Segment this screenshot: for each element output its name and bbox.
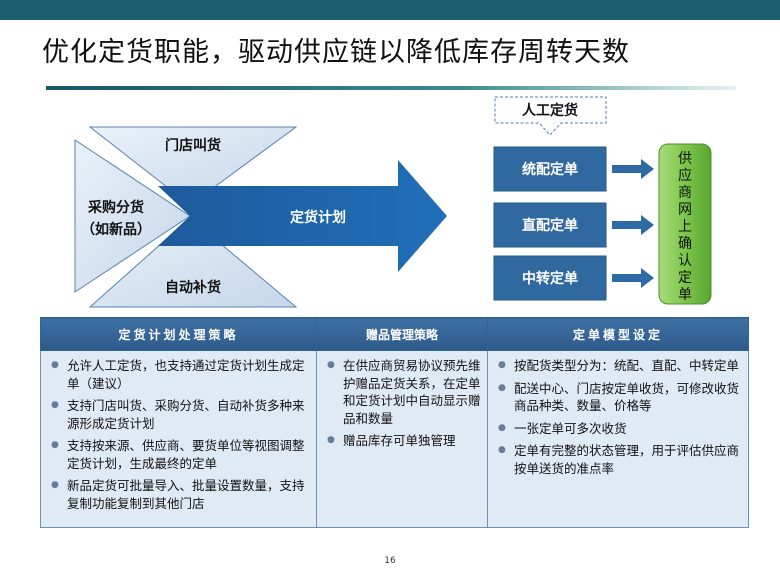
header-order-plan: 定货计划处理策略 <box>40 317 317 351</box>
page-number: 16 <box>384 556 396 566</box>
supplier-confirm-box <box>658 143 712 305</box>
supplier-char: 确 <box>678 236 692 252</box>
supplier-char: 定 <box>678 270 692 286</box>
order-model-cell: 按配货类型分为：统配、直配、中转定单 配送中心、门店按定单收货，可修改收货商品种… <box>487 350 749 528</box>
store-order-triangle <box>88 126 298 206</box>
purchase-allocation-triangle <box>74 139 191 293</box>
list-item: 配送中心、门店按定单收货，可修改收货商品种类、数量、价格等 <box>496 380 742 415</box>
order-label-direct: 直配定单 <box>522 217 578 234</box>
store-order-label: 门店叫货 <box>165 137 221 154</box>
order-label-transfer: 中转定单 <box>522 270 578 287</box>
purchase-allocation-label: 采购分货 <box>87 199 144 216</box>
supplier-char: 单 <box>678 287 692 303</box>
auto-replenish-label: 自动补货 <box>165 279 221 296</box>
supplier-confirm-label: 供 应 商 网 上 确 认 定 单 <box>678 151 692 303</box>
gift-management-cell: 在供应商贸易协议预先维护赠品定货关系，在定单和定货计划中自动显示赠品和数量 赠品… <box>316 350 488 528</box>
supplier-char: 应 <box>678 167 692 184</box>
list-item: 新品定货可批量导入、批量设置数量，支持复制功能复制到其他门店 <box>49 477 310 512</box>
title-underline <box>46 86 736 90</box>
supplier-char: 认 <box>678 253 692 269</box>
order-plan-cell: 允许人工定货，也支持通过定货计划生成定单（建议） 支持门店叫货、采购分货、自动补… <box>40 350 317 528</box>
list-item: 支持按来源、供应商、要货单位等视图调整定货计划，生成最终的定单 <box>49 437 310 472</box>
header-order-model: 定单模型设定 <box>487 317 749 351</box>
list-item: 在供应商贸易协议预先维护赠品定货关系，在定单和定货计划中自动显示赠品和数量 <box>325 357 481 427</box>
order-plan-arrow <box>158 160 447 272</box>
auto-replenish-triangle <box>88 217 298 308</box>
arrow-unified <box>612 159 654 179</box>
purchase-allocation-note: （如新品） <box>81 221 151 238</box>
order-plan-label: 定货计划 <box>290 209 346 226</box>
list-item: 定单有完整的状态管理，用于评估供应商按单送货的准点率 <box>496 442 742 477</box>
list-item: 按配货类型分为：统配、直配、中转定单 <box>496 357 742 375</box>
order-box-transfer <box>493 255 607 301</box>
page-title: 优化定货职能，驱动供应链以降低库存周转天数 <box>42 37 630 68</box>
order-box-unified <box>493 146 607 192</box>
manual-order-label: 人工定货 <box>522 102 578 119</box>
manual-order-callout <box>494 96 607 136</box>
arrow-transfer <box>612 268 654 288</box>
order-label-unified: 统配定单 <box>522 161 578 178</box>
list-item: 支持门店叫货、采购分货、自动补货多种来源形成定货计划 <box>49 397 310 432</box>
supplier-char: 商 <box>678 185 692 201</box>
supplier-char: 供 <box>678 151 692 167</box>
list-item: 一张定单可多次收货 <box>496 420 742 438</box>
order-box-direct <box>493 202 607 248</box>
header-gift-management: 赠品管理策略 <box>316 317 488 351</box>
arrow-direct <box>612 215 654 235</box>
supplier-char: 上 <box>678 219 692 235</box>
ordering-flow-diagram: 门店叫货 采购分货 （如新品） 自动补货 定货计划 人工定货 统配定单 直配定单… <box>74 96 712 308</box>
supplier-char: 网 <box>678 202 692 218</box>
list-item: 允许人工定货，也支持通过定货计划生成定单（建议） <box>49 357 310 392</box>
list-item: 赠品库存可单独管理 <box>325 432 481 450</box>
top-banner <box>0 0 780 20</box>
strategy-table: 定货计划处理策略 赠品管理策略 定单模型设定 允许人工定货，也支持通过定货计划生… <box>40 317 749 528</box>
